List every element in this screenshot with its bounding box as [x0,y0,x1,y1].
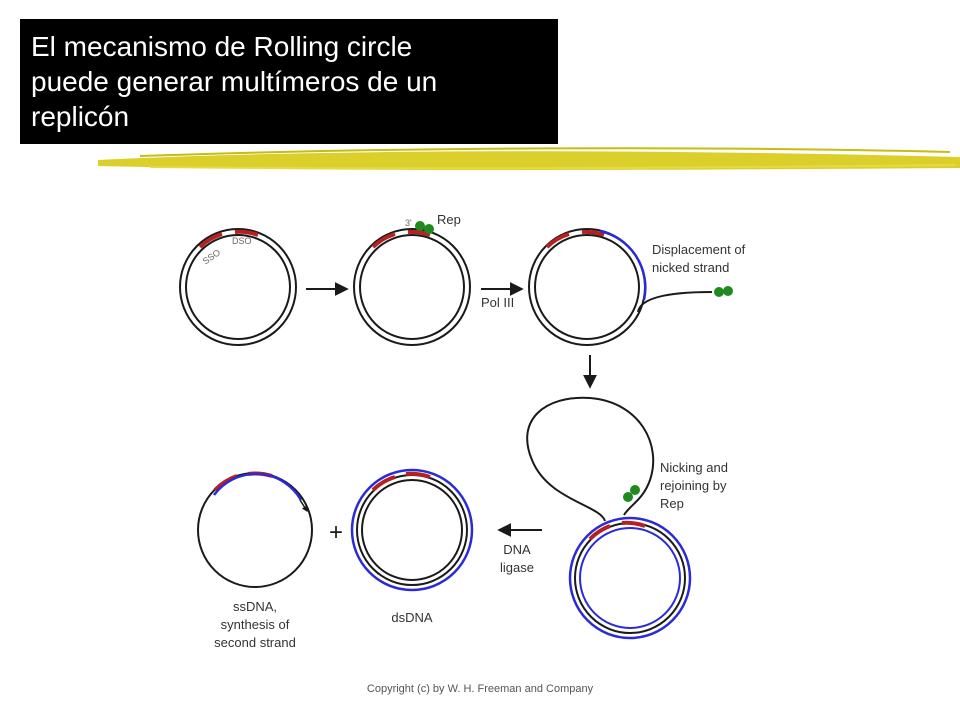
rep-label: Rep [437,212,461,227]
plasmid-step-2: 3' Rep [353,212,471,346]
sso-origin [198,232,223,249]
released-ssdna-loop [526,396,655,522]
sso-label: SSO [201,247,222,266]
plus-sign: + [329,519,343,546]
ssdna-label-1: ssDNA, [233,599,277,614]
three-prime-label: 3' [405,218,412,228]
plasmid-step-3: Displacement of nicked strand [528,228,746,346]
ligase-label-2: ligase [500,560,534,575]
displacement-label-1: Displacement of [652,242,746,257]
title-line-1: El mecanismo de Rolling circle [31,31,413,62]
rep-protein-icon [623,492,633,502]
displaced-strand [637,291,713,313]
plasmid-step-4: Nicking and rejoining by Rep [526,396,728,640]
dso-label: DSO [232,236,252,246]
displacement-label-2: nicked strand [652,260,729,275]
nicking-label-3: Rep [660,496,684,511]
dsdna-product: dsDNA [350,468,474,625]
rep-protein-icon [424,224,434,234]
ssdna-label-3: second strand [214,635,296,650]
plasmid-step-1: SSO DSO [179,228,297,346]
rep-protein-icon [630,485,640,495]
new-strand [599,229,647,301]
pol3-label: Pol III [481,295,514,310]
title-box: El mecanismo de Rolling circle puede gen… [20,19,558,144]
title-line-3: replicón [31,101,130,132]
dsdna-label: dsDNA [391,610,433,625]
rep-protein-icon [723,286,733,296]
rep-protein-icon [714,287,724,297]
ssdna-product: ssDNA, synthesis of second strand [197,471,313,650]
rep-protein-icon [415,221,425,231]
dso-origin [234,229,259,237]
ligase-label-1: DNA [503,542,531,557]
synthesis-direction-arrow [299,499,308,513]
nicking-label-1: Nicking and [660,460,728,475]
nicking-label-2: rejoining by [660,478,727,493]
ssdna-label-2: synthesis of [221,617,290,632]
title-line-2: puede generar multímeros de un [31,66,438,97]
copyright-footer: Copyright (c) by W. H. Freeman and Compa… [366,683,594,695]
second-strand [212,472,303,501]
